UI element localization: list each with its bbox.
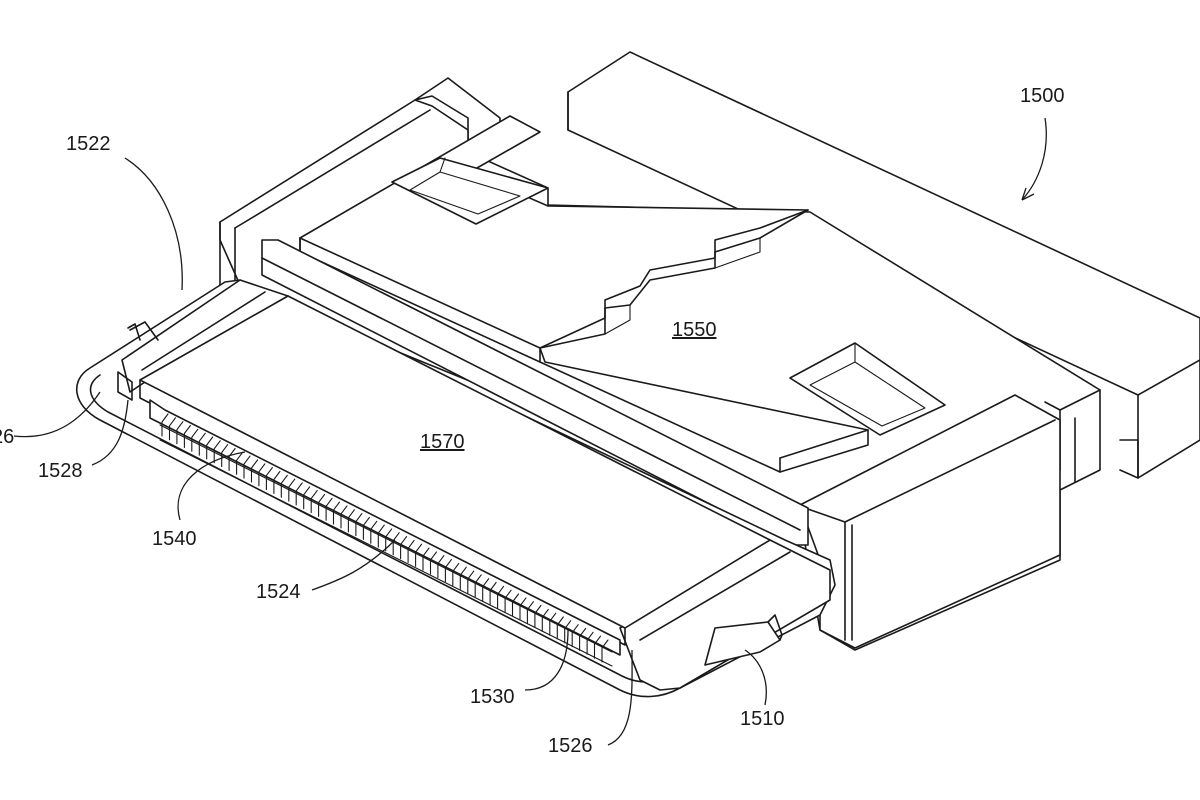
label-1528: 1528	[38, 460, 83, 482]
label-26: 26	[0, 426, 14, 448]
label-1530: 1530	[470, 686, 515, 708]
label-1540: 1540	[152, 528, 197, 550]
label-1524: 1524	[256, 581, 301, 603]
label-1550: 1550	[672, 319, 717, 341]
label-1570: 1570	[420, 431, 465, 453]
label-1526: 1526	[548, 735, 593, 757]
label-1510: 1510	[740, 708, 785, 730]
label-1500: 1500	[1020, 85, 1065, 107]
label-1522: 1522	[66, 133, 111, 155]
